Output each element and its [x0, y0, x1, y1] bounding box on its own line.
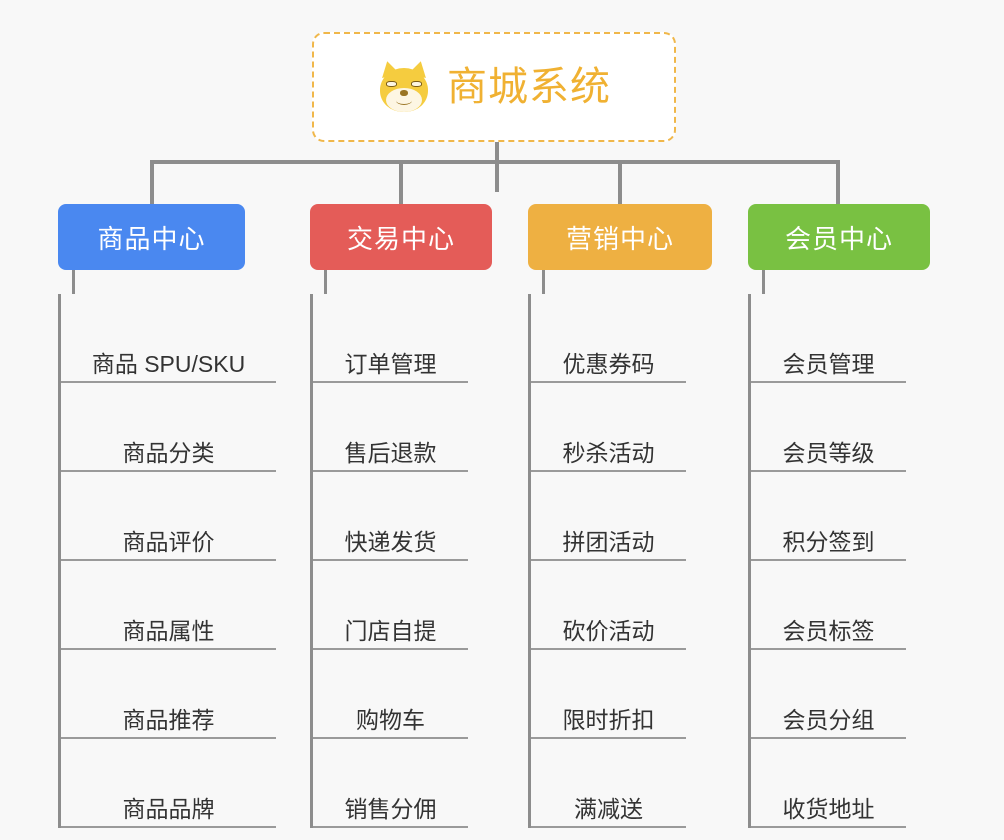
- category-header-2[interactable]: 交易中心: [310, 204, 492, 270]
- category-header-1[interactable]: 商品中心: [58, 204, 245, 270]
- leaf-item[interactable]: 商品属性: [61, 561, 276, 650]
- leaf-item-label: 商品 SPU/SKU: [91, 350, 246, 377]
- leaf-list-3: 优惠券码秒杀活动拼团活动砍价活动限时折扣满减送: [528, 294, 712, 828]
- category-stem-line-1: [72, 270, 75, 294]
- branch-drop-line-2: [399, 160, 403, 206]
- leaf-item-label: 优惠券码: [562, 350, 655, 377]
- branch-drop-line-4: [836, 160, 840, 206]
- category-column-1: 商品中心商品 SPU/SKU 商品分类商品评价商品属性商品推荐商品品牌: [58, 204, 276, 828]
- leaf-item-label: 砍价活动: [562, 617, 655, 644]
- leaf-item-label: 积分签到: [782, 528, 875, 555]
- category-stem-line-3: [542, 270, 545, 294]
- leaf-item-label: 购物车: [356, 706, 425, 733]
- leaf-item[interactable]: 门店自提: [313, 561, 468, 650]
- leaf-item[interactable]: 砍价活动: [531, 561, 686, 650]
- leaf-item-label: 销售分佣: [344, 795, 437, 822]
- leaf-item[interactable]: 会员管理: [751, 294, 906, 383]
- category-header-label: 商品中心: [97, 223, 206, 254]
- category-header-label: 营销中心: [565, 223, 674, 254]
- leaf-item[interactable]: 商品分类: [61, 383, 276, 472]
- leaf-item-label: 售后退款: [344, 439, 437, 466]
- category-column-3: 营销中心优惠券码秒杀活动拼团活动砍价活动限时折扣满减送: [528, 204, 712, 828]
- leaf-item[interactable]: 售后退款: [313, 383, 468, 472]
- leaf-item-label: 会员管理: [782, 350, 875, 377]
- leaf-item-label: 商品评价: [122, 528, 215, 555]
- leaf-item[interactable]: 优惠券码: [531, 294, 686, 383]
- root-title: 商城系统: [447, 65, 611, 109]
- leaf-item[interactable]: 销售分佣: [313, 739, 468, 828]
- leaf-list-4: 会员管理会员等级积分签到会员标签会员分组收货地址: [748, 294, 930, 828]
- leaf-item-label: 商品分类: [122, 439, 215, 466]
- category-column-2: 交易中心订单管理售后退款快递发货门店自提购物车销售分佣: [310, 204, 492, 828]
- branch-drop-line-1: [150, 160, 154, 206]
- leaf-item[interactable]: 购物车: [313, 650, 468, 739]
- leaf-item[interactable]: 收货地址: [751, 739, 906, 828]
- leaf-item[interactable]: 快递发货: [313, 472, 468, 561]
- leaf-item[interactable]: 限时折扣: [531, 650, 686, 739]
- leaf-item-label: 满减送: [574, 795, 643, 822]
- leaf-item-label: 会员标签: [782, 617, 875, 644]
- leaf-item-label: 门店自提: [344, 617, 437, 644]
- category-header-3[interactable]: 营销中心: [528, 204, 712, 270]
- leaf-item-label: 商品属性: [122, 617, 215, 644]
- leaf-item-label: 商品品牌: [122, 795, 215, 822]
- branch-bus-line: [150, 160, 840, 164]
- category-column-4: 会员中心会员管理会员等级积分签到会员标签会员分组收货地址: [748, 204, 930, 828]
- leaf-item-label: 商品推荐: [122, 706, 215, 733]
- leaf-item-label: 拼团活动: [562, 528, 655, 555]
- leaf-item[interactable]: 商品推荐: [61, 650, 276, 739]
- leaf-list-1: 商品 SPU/SKU 商品分类商品评价商品属性商品推荐商品品牌: [58, 294, 276, 828]
- category-stem-line-2: [324, 270, 327, 294]
- leaf-item[interactable]: 会员标签: [751, 561, 906, 650]
- leaf-item[interactable]: 订单管理: [313, 294, 468, 383]
- leaf-item[interactable]: 满减送: [531, 739, 686, 828]
- root-stem-line: [495, 142, 499, 192]
- leaf-list-2: 订单管理售后退款快递发货门店自提购物车销售分佣: [310, 294, 492, 828]
- root-node[interactable]: 商城系统: [312, 32, 676, 142]
- category-header-label: 会员中心: [784, 223, 893, 254]
- leaf-item-label: 限时折扣: [562, 706, 655, 733]
- shiba-inu-dog-face-icon: [377, 59, 431, 114]
- leaf-item-label: 收货地址: [782, 795, 875, 822]
- category-header-4[interactable]: 会员中心: [748, 204, 930, 270]
- leaf-item-label: 会员分组: [782, 706, 875, 733]
- leaf-item-label: 秒杀活动: [562, 439, 655, 466]
- branch-drop-line-3: [618, 160, 622, 206]
- category-stem-line-4: [762, 270, 765, 294]
- leaf-item[interactable]: 会员分组: [751, 650, 906, 739]
- leaf-item-label: 会员等级: [782, 439, 875, 466]
- leaf-item-label: 快递发货: [344, 528, 437, 555]
- category-header-label: 交易中心: [346, 223, 455, 254]
- leaf-item-label: 订单管理: [344, 350, 437, 377]
- leaf-item[interactable]: 拼团活动: [531, 472, 686, 561]
- leaf-item[interactable]: 商品 SPU/SKU: [61, 294, 276, 383]
- leaf-item[interactable]: 商品品牌: [61, 739, 276, 828]
- leaf-item[interactable]: 积分签到: [751, 472, 906, 561]
- leaf-item[interactable]: 商品评价: [61, 472, 276, 561]
- leaf-item[interactable]: 会员等级: [751, 383, 906, 472]
- leaf-item[interactable]: 秒杀活动: [531, 383, 686, 472]
